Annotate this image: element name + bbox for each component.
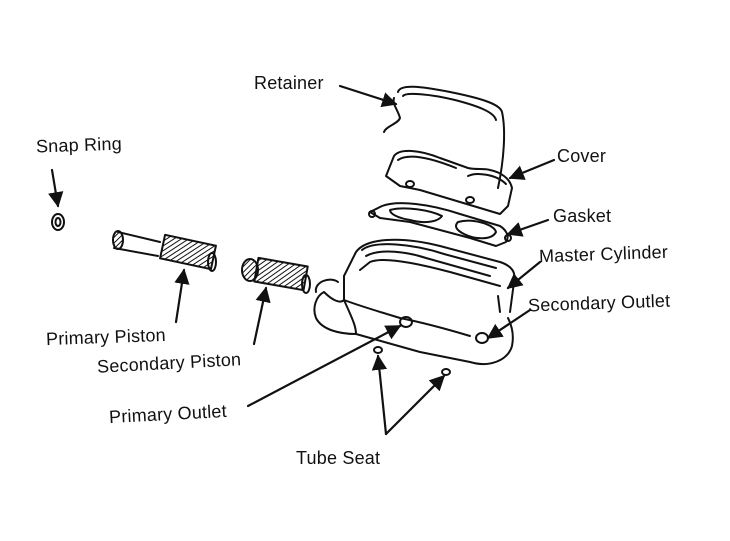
arrow-secondary-outlet: [486, 308, 532, 340]
retainer-label: Retainer: [254, 73, 324, 93]
primary-piston-part: [112, 230, 217, 272]
arrow-snap-ring: [48, 168, 64, 208]
arrow-cover: [508, 158, 556, 180]
gasket-label: Gasket: [553, 206, 612, 226]
snap-ring-label: Snap Ring: [35, 133, 123, 157]
tube-seat-label: Tube Seat: [296, 448, 381, 468]
primary-piston-label: Primary Piston: [45, 324, 167, 350]
snap-ring-part: [51, 213, 65, 231]
tube-seat-part: [373, 346, 451, 376]
arrow-primary-piston: [174, 268, 190, 324]
cover-label: Cover: [557, 146, 607, 166]
arrow-gasket: [506, 218, 550, 237]
arrow-primary-outlet: [246, 324, 402, 408]
arrow-retainer: [338, 84, 398, 108]
retainer-part: [383, 85, 506, 189]
arrow-secondary-piston: [252, 286, 271, 346]
master-cylinder-body: [313, 238, 516, 365]
cover-part: [385, 150, 513, 215]
arrow-master-cylinder: [506, 260, 542, 290]
secondary-piston-part: [241, 256, 311, 294]
arrow-tube-seat-right: [384, 374, 446, 436]
arrow-tube-seat-left: [371, 354, 388, 436]
leader-arrows: [48, 84, 556, 436]
